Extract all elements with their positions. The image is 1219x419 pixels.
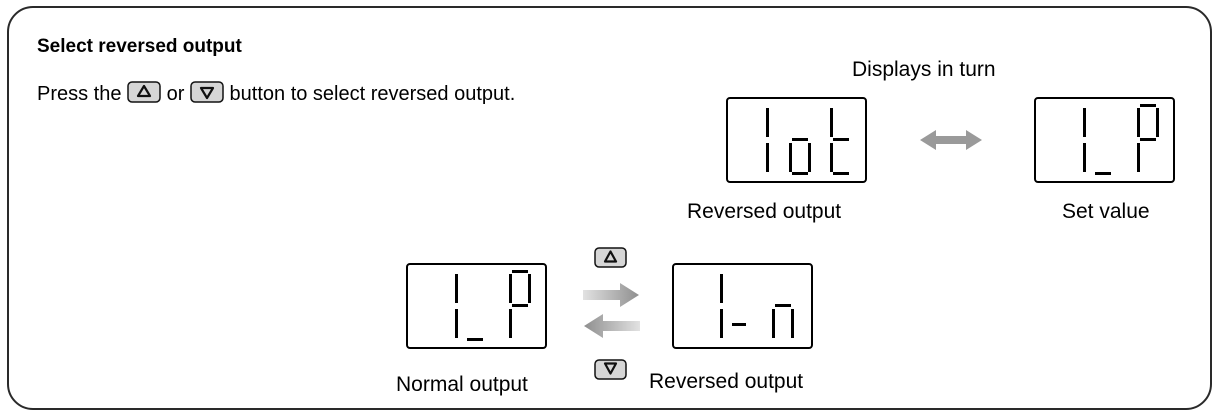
display-set-value <box>1034 97 1175 183</box>
down-button-icon <box>190 81 224 103</box>
toggle-right-arrow-icon <box>583 283 639 307</box>
instruction-or: or <box>166 83 185 105</box>
segment-digits-1p-top <box>1083 104 1159 175</box>
toggle-left-arrow-icon <box>584 314 640 338</box>
segment-digits-lot <box>766 108 849 175</box>
down-key-icon <box>594 359 627 380</box>
label-normal-output: Normal output <box>396 373 528 396</box>
up-button-icon <box>127 81 161 103</box>
diagram-frame <box>7 6 1212 410</box>
display-reversed-output-bottom <box>672 263 813 349</box>
segment-digits-1n <box>720 274 794 338</box>
label-set-value: Set value <box>1062 200 1150 223</box>
instruction-suffix: button to select reversed output. <box>229 83 516 105</box>
display-normal-output <box>406 263 547 349</box>
instruction-text: Press the or button to select reversed o… <box>37 80 597 108</box>
label-reversed-output-bottom: Reversed output <box>649 370 804 393</box>
up-key-icon <box>594 247 627 268</box>
label-reversed-output-top: Reversed output <box>687 200 842 223</box>
displays-in-turn-caption: Displays in turn <box>852 58 996 81</box>
double-arrow-icon <box>920 130 982 150</box>
instruction-prefix: Press the <box>37 83 122 105</box>
section-title: Select reversed output <box>37 36 242 57</box>
segment-digits-1p-bottom <box>455 270 531 341</box>
display-reversed-output-top <box>726 97 867 183</box>
